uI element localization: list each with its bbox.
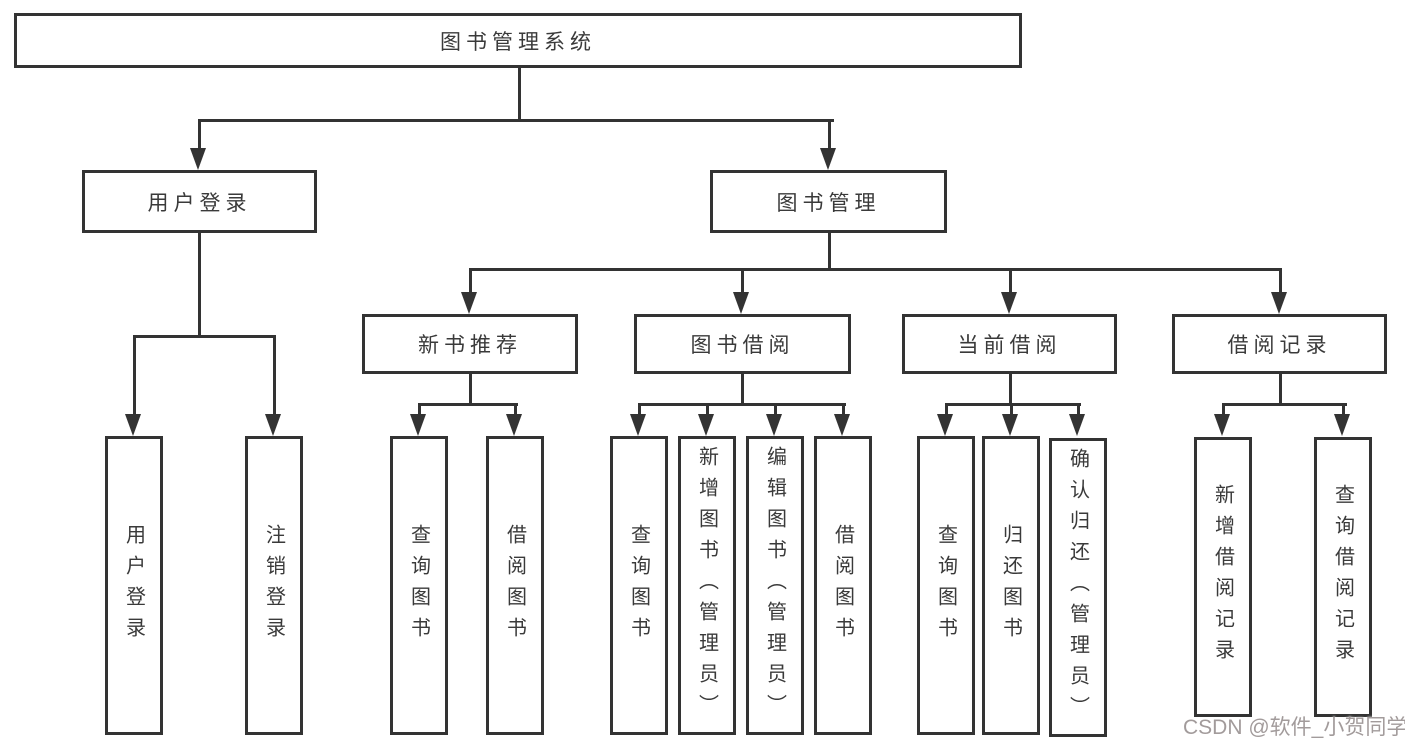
node-new-book-recommend: 新书推荐: [362, 314, 578, 374]
arrowhead: [766, 414, 782, 436]
leaf-edit-books-admin-label: 编辑图书（管理员）: [763, 446, 786, 725]
leaf-query-books-recommend-label: 查询图书: [407, 523, 430, 648]
arrowhead: [1214, 414, 1230, 436]
connector-line: [198, 233, 201, 337]
connector-line: [1342, 403, 1345, 416]
arrowhead: [630, 414, 646, 436]
leaf-edit-books-admin: 编辑图书（管理员）: [746, 436, 804, 735]
arrowhead: [461, 292, 477, 314]
node-root-label: 图书管理系统: [440, 30, 596, 54]
arrowhead: [125, 414, 141, 436]
connector-line: [469, 268, 1282, 271]
connector-line: [706, 403, 709, 416]
node-borrow-records-label: 借阅记录: [1227, 334, 1332, 357]
connector-line: [1010, 403, 1013, 416]
leaf-add-books-admin-label: 新增图书（管理员）: [695, 446, 718, 725]
connector-line: [741, 268, 744, 294]
connector-line: [198, 119, 834, 122]
node-root: 图书管理系统: [14, 13, 1022, 68]
node-borrow-records: 借阅记录: [1172, 314, 1387, 374]
leaf-query-borrow-record-label: 查询借阅记录: [1331, 484, 1354, 670]
leaf-query-books-current: 查询图书: [917, 436, 975, 735]
connector-line: [828, 233, 831, 270]
connector-line: [273, 335, 276, 416]
arrowhead: [190, 148, 206, 170]
arrowhead: [820, 148, 836, 170]
arrowhead: [1002, 414, 1018, 436]
leaf-return-books: 归还图书: [982, 436, 1040, 735]
arrowhead: [698, 414, 714, 436]
arrowhead: [1001, 292, 1017, 314]
leaf-user-login-label: 用户登录: [122, 523, 145, 648]
connector-line: [741, 374, 744, 405]
leaf-logout-label: 注销登录: [262, 523, 285, 648]
leaf-add-books-admin: 新增图书（管理员）: [678, 436, 736, 735]
connector-line: [133, 335, 276, 338]
connector-line: [774, 403, 777, 416]
connector-line: [469, 374, 472, 405]
arrowhead: [506, 414, 522, 436]
leaf-add-borrow-record: 新增借阅记录: [1194, 437, 1252, 717]
arrowhead: [265, 414, 281, 436]
connector-line: [1009, 374, 1012, 405]
leaf-query-books-current-label: 查询图书: [934, 523, 957, 648]
arrowhead: [834, 414, 850, 436]
leaf-borrow-books-borrow-label: 借阅图书: [831, 523, 854, 648]
connector-line: [945, 403, 1081, 406]
arrowhead: [1069, 414, 1085, 436]
connector-line: [1222, 403, 1225, 416]
node-book-borrow-label: 图书借阅: [690, 334, 795, 357]
leaf-confirm-return-admin: 确认归还（管理员）: [1049, 438, 1107, 737]
connector-line: [1279, 374, 1282, 405]
leaf-borrow-books-recommend-label: 借阅图书: [503, 523, 526, 648]
csdn-watermark: CSDN @软件_小贺同学: [1183, 716, 1405, 739]
connector-line: [518, 67, 521, 121]
arrowhead: [410, 414, 426, 436]
arrowhead: [1271, 292, 1287, 314]
connector-line: [842, 403, 845, 416]
leaf-user-login: 用户登录: [105, 436, 163, 735]
leaf-borrow-books-borrow: 借阅图书: [814, 436, 872, 735]
leaf-query-borrow-record: 查询借阅记录: [1314, 437, 1372, 717]
node-user-login: 用户登录: [82, 170, 317, 233]
arrowhead: [937, 414, 953, 436]
connector-line: [469, 268, 472, 294]
node-book-management: 图书管理: [710, 170, 947, 233]
connector-line: [638, 403, 641, 416]
connector-line: [133, 335, 136, 416]
connector-line: [945, 403, 948, 416]
connector-line: [638, 403, 846, 406]
connector-line: [514, 403, 517, 416]
leaf-add-borrow-record-label: 新增借阅记录: [1211, 484, 1234, 670]
node-book-borrow: 图书借阅: [634, 314, 851, 374]
connector-line: [418, 403, 421, 416]
leaf-borrow-books-recommend: 借阅图书: [486, 436, 544, 735]
leaf-confirm-return-admin-label: 确认归还（管理员）: [1066, 448, 1089, 727]
leaf-return-books-label: 归还图书: [999, 523, 1022, 648]
node-new-book-recommend-label: 新书推荐: [418, 334, 522, 357]
arrowhead: [733, 292, 749, 314]
arrowhead: [1334, 414, 1350, 436]
connector-line: [1222, 403, 1347, 406]
connector-line: [1077, 403, 1080, 416]
leaf-query-books-borrow: 查询图书: [610, 436, 668, 735]
leaf-logout: 注销登录: [245, 436, 303, 735]
leaf-query-books-borrow-label: 查询图书: [627, 523, 650, 648]
node-current-borrow-label: 当前借阅: [957, 334, 1062, 357]
connector-line: [418, 403, 518, 406]
connector-line: [828, 119, 831, 150]
connector-line: [1279, 268, 1282, 294]
node-current-borrow: 当前借阅: [902, 314, 1117, 374]
connector-line: [198, 119, 201, 150]
node-book-management-label: 图书管理: [776, 191, 881, 215]
leaf-query-books-recommend: 查询图书: [390, 436, 448, 735]
node-user-login-label: 用户登录: [147, 191, 252, 215]
connector-line: [1009, 268, 1012, 294]
